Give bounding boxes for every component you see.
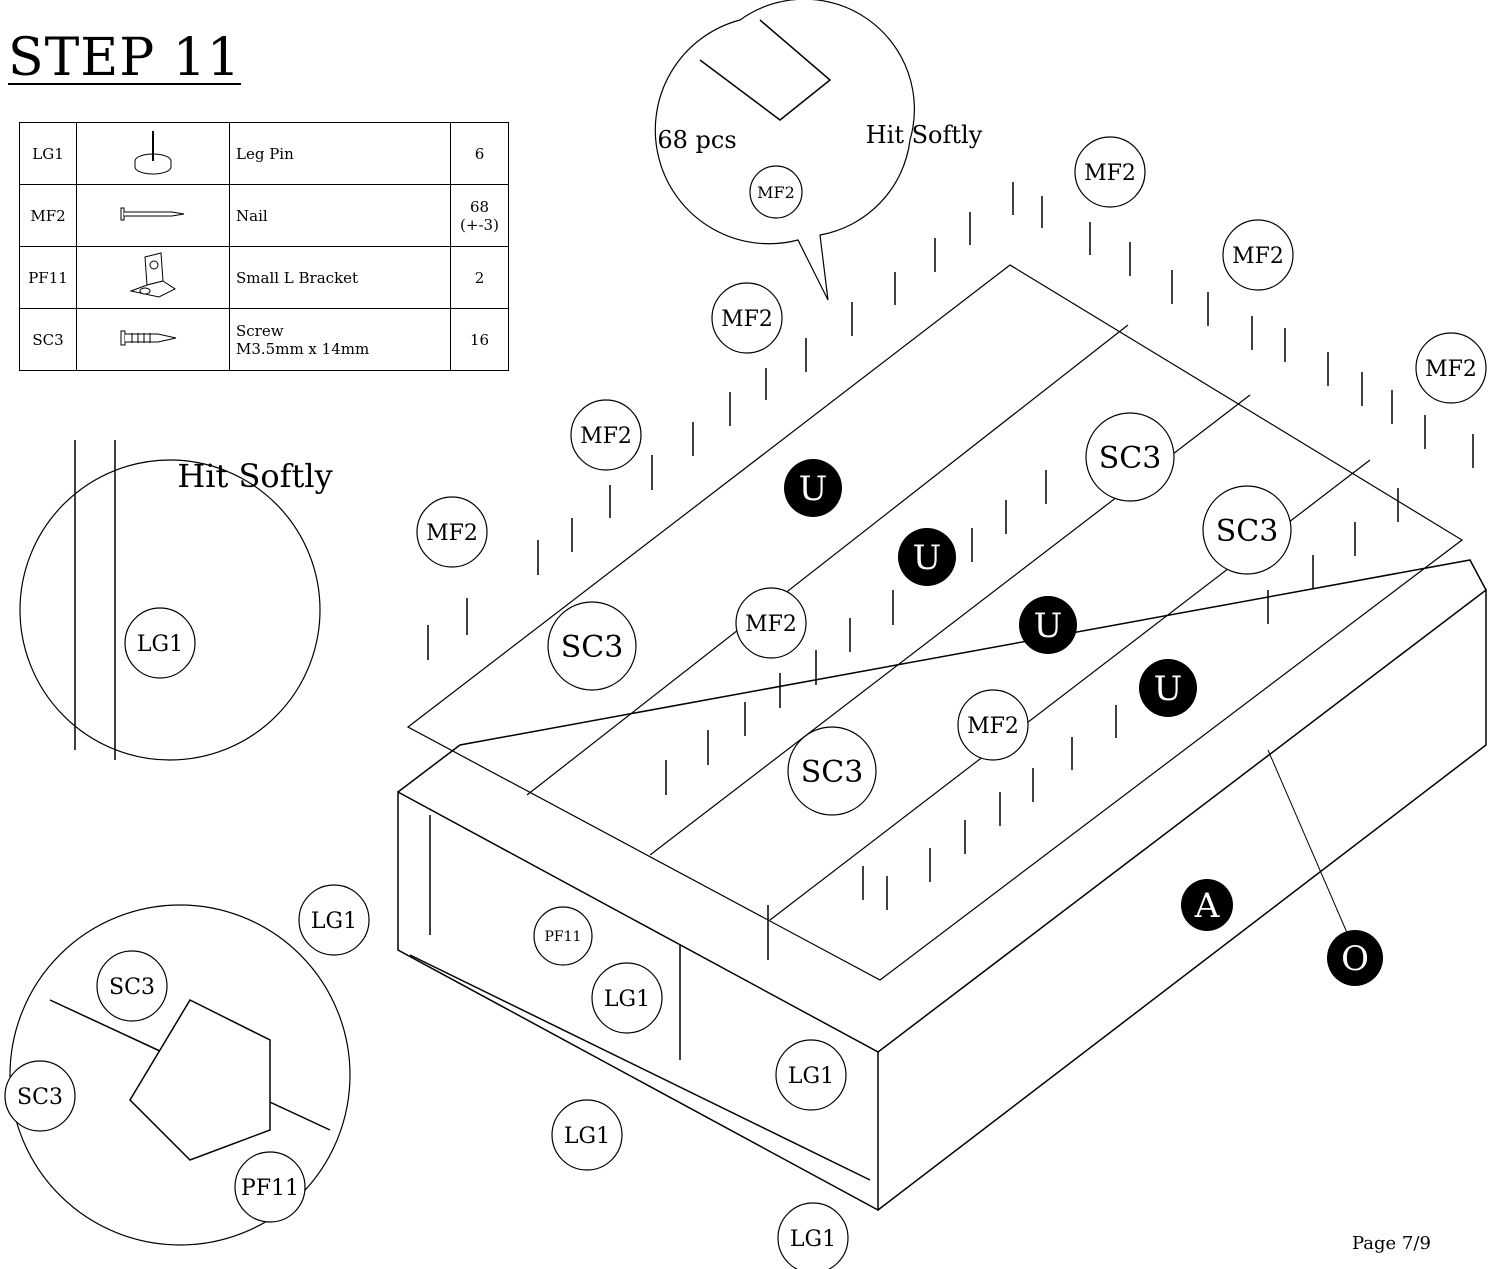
label-sc3: SC3	[17, 1085, 63, 1110]
qty-value: 68	[469, 197, 490, 216]
part-qty: 16	[450, 308, 509, 371]
label-mf2: MF2	[1084, 161, 1136, 186]
label-mf2: MF2	[721, 307, 773, 332]
part-code: LG1	[19, 122, 77, 185]
qty-tolerance: (+-3)	[460, 215, 499, 234]
label-pf11: PF11	[241, 1176, 299, 1201]
label-sc3: SC3	[109, 975, 155, 1000]
label-lg1: LG1	[604, 987, 650, 1012]
label-mf2: MF2	[967, 714, 1019, 739]
part-qty: 68(+-3)	[450, 184, 509, 247]
parts-table: LG1 Leg Pin 6 MF2 Nail 68(+-3) PF11 Smal…	[19, 122, 509, 371]
part-tag-text: U U U U A O	[799, 469, 1369, 979]
label-pf11: PF11	[545, 929, 582, 945]
label-lg1: LG1	[790, 1227, 836, 1252]
screw-icon	[76, 308, 230, 371]
l-bracket-icon	[76, 246, 230, 309]
cabinet-body	[397, 559, 1487, 1212]
tag-u: U	[1034, 606, 1063, 646]
callout-text: 68 pcs Hit Softly Hit Softly	[177, 121, 982, 495]
tag-a: A	[1194, 886, 1220, 926]
part-name-line1: Screw	[236, 321, 284, 340]
label-sc3: SC3	[561, 630, 624, 665]
leg-pin-icon	[76, 122, 230, 185]
part-tags	[784, 459, 1383, 986]
label-mf2: MF2	[757, 183, 795, 202]
label-circles	[4, 136, 1487, 1269]
part-code: PF11	[19, 246, 77, 309]
label-lg1: LG1	[137, 632, 183, 657]
tag-u: U	[913, 538, 942, 578]
part-code: MF2	[19, 184, 77, 247]
label-sc3: SC3	[1216, 514, 1279, 549]
tag-u: U	[799, 469, 828, 509]
label-sc3: SC3	[1099, 441, 1162, 476]
label-mf2: MF2	[580, 424, 632, 449]
label-mf2: MF2	[1425, 357, 1477, 382]
nail-marks	[427, 182, 1474, 910]
label-lg1: LG1	[311, 909, 357, 934]
page-number: Page 7/9	[1352, 1233, 1431, 1254]
part-code: SC3	[19, 308, 77, 371]
step-title: STEP 11	[8, 28, 241, 88]
hit-softly-note: Hit Softly	[177, 457, 332, 495]
label-text: MF2 MF2 MF2 MF2 MF2 MF2 MF2 MF2 MF2 SC3 …	[17, 161, 1477, 1252]
tag-o: O	[1341, 939, 1369, 979]
part-qty: 2	[450, 246, 509, 309]
label-sc3: SC3	[801, 755, 864, 790]
nail-icon	[76, 184, 230, 247]
part-name: Nail	[229, 184, 451, 247]
nail-count: 68 pcs	[657, 126, 736, 154]
table-row: PF11 Small L Bracket 2	[19, 246, 509, 309]
table-row: LG1 Leg Pin 6	[19, 122, 509, 185]
label-mf2: MF2	[1232, 244, 1284, 269]
hit-softly-note: Hit Softly	[866, 121, 983, 149]
label-lg1: LG1	[788, 1064, 834, 1089]
part-name: Leg Pin	[229, 122, 451, 185]
part-qty: 6	[450, 122, 509, 185]
label-mf2: MF2	[426, 521, 478, 546]
label-lg1: LG1	[564, 1124, 610, 1149]
tag-u: U	[1154, 669, 1183, 709]
part-name-line2: M3.5mm x 14mm	[236, 339, 370, 358]
part-name: Small L Bracket	[229, 246, 451, 309]
label-mf2: MF2	[745, 612, 797, 637]
table-row: MF2 Nail 68(+-3)	[19, 184, 509, 247]
